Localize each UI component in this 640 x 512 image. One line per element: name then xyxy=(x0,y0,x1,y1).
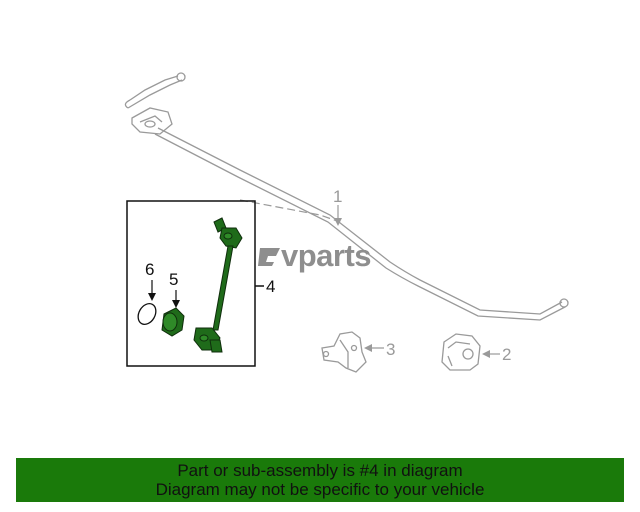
callout-4: 4 xyxy=(266,277,275,296)
stabilizer-link[interactable] xyxy=(193,217,243,353)
info-banner: Part or sub-assembly is #4 in diagram Di… xyxy=(16,458,624,502)
callout-3: 3 xyxy=(386,340,395,359)
ev-logo-icon xyxy=(258,248,280,266)
stabilizer-bar[interactable] xyxy=(124,72,569,321)
arrow-head-1 xyxy=(334,218,342,226)
ring-part-6[interactable] xyxy=(135,300,160,327)
callout-5: 5 xyxy=(169,270,178,289)
assembly-4-box[interactable] xyxy=(126,200,256,367)
arrow-head-6 xyxy=(148,293,156,301)
arrow-head-5 xyxy=(172,300,180,308)
arrow-head-3 xyxy=(364,344,372,352)
callout-6: 6 xyxy=(145,260,154,279)
bracket-part-2[interactable] xyxy=(441,333,481,371)
banner-line-2: Diagram may not be specific to your vehi… xyxy=(155,480,485,499)
watermark-text: vparts xyxy=(281,238,371,273)
bushing-part-3[interactable] xyxy=(321,331,367,373)
banner-line-1: Part or sub-assembly is #4 in diagram xyxy=(177,461,463,480)
bar-centerline xyxy=(239,199,341,223)
callout-2: 2 xyxy=(502,345,511,364)
callout-1: 1 xyxy=(333,187,342,206)
bushing-part-5[interactable] xyxy=(161,307,185,337)
arrow-head-2 xyxy=(482,350,490,358)
